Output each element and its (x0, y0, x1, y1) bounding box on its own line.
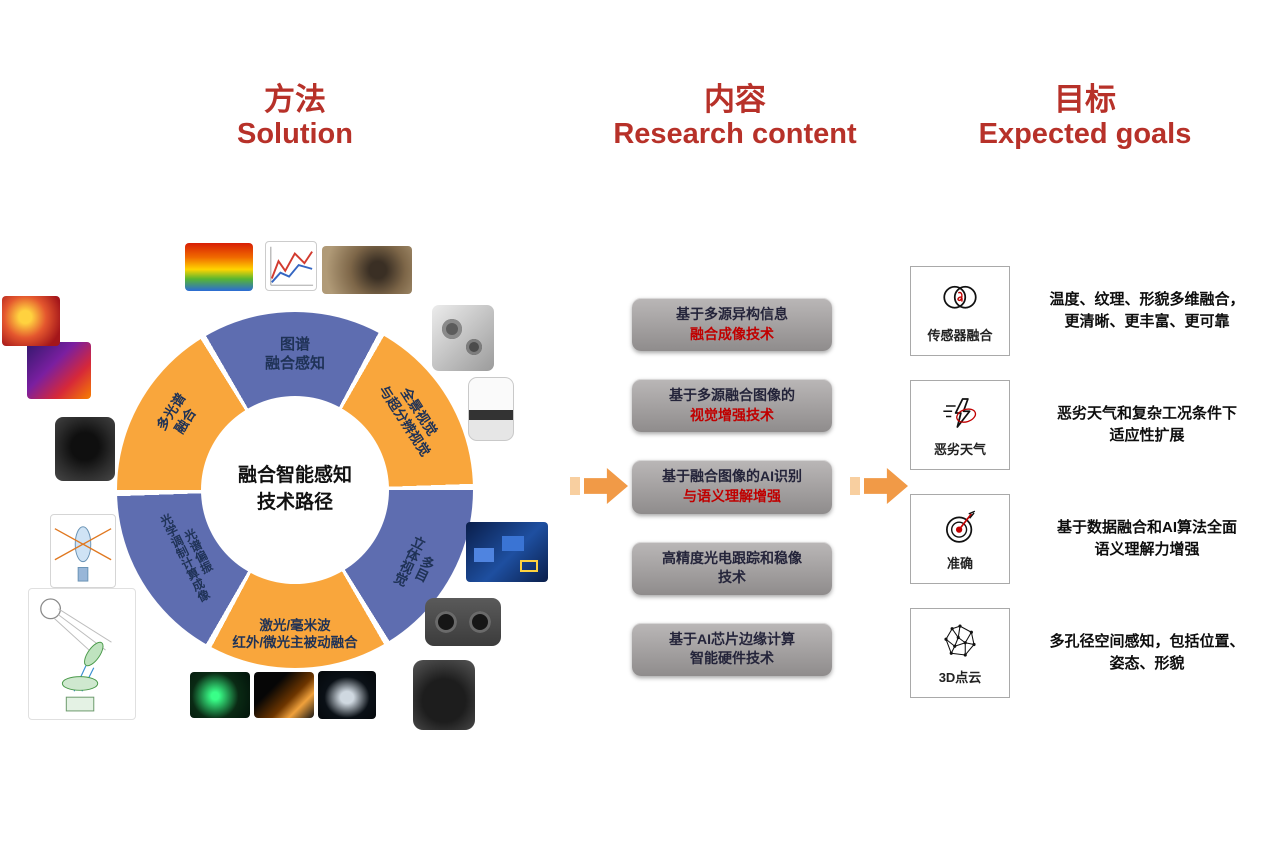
research-box-line2: 与语义理解增强 (683, 487, 781, 504)
segment-label-spectrum-fusion-perception: 图谱 融合感知 (117, 336, 473, 374)
goal-row-sensor-fusion: 传感器融合 温度、纹理、形貌多维融合， 更清晰、更丰富、更可靠 (910, 266, 1268, 356)
detected-block (502, 536, 524, 551)
goal-label: 恶劣天气 (933, 442, 986, 457)
research-box-fusion-imaging: 基于多源异构信息 融合成像技术 (632, 298, 832, 352)
arrow-tail (850, 477, 860, 495)
research-box-line1: 基于AI芯片边缘计算 (669, 630, 795, 647)
stereo-camera (425, 598, 501, 646)
research-box-line1: 基于融合图像的AI识别 (662, 468, 802, 485)
sensor-fusion-icon (943, 285, 977, 309)
detected-block (474, 548, 494, 562)
goal-desc-line: 更清晰、更丰富、更可靠 (1064, 313, 1230, 330)
goal-label: 传感器融合 (927, 328, 993, 343)
donut-center-title-line1: 融合智能感知 (237, 465, 352, 487)
goal-desc-line: 适应性扩展 (1109, 427, 1185, 444)
goal-row-3d-point-cloud: 3D点云 多孔径空间感知，包括位置、 姿态、形貌 (910, 608, 1268, 698)
goal-icon-box: 传感器融合 (910, 266, 1010, 356)
thermal-strawberries-image (2, 296, 60, 346)
thermal-scene-image (27, 342, 91, 399)
black-lens-module (55, 417, 115, 481)
research-box-line2: 融合成像技术 (690, 325, 774, 342)
spectral-curves-chart (265, 241, 317, 291)
optics-lens-diagram-svg (54, 526, 112, 582)
segment-line: 融合感知 (264, 354, 325, 372)
solution-donut-diagram: 融合智能感知 技术路径 图谱 融合感知 全景视觉 与超分辨视觉 多目 立体视觉 … (117, 312, 473, 668)
research-box-line2: 技术 (718, 569, 746, 586)
goal-description: 温度、纹理、形貌多维融合， 更清晰、更丰富、更可靠 (1028, 289, 1266, 334)
sensor-lens (466, 339, 482, 355)
point-cloud-icon (944, 624, 976, 657)
camera-lens (435, 611, 457, 633)
segment-line: 激光/毫米波 (259, 618, 331, 634)
goal-label: 准确 (946, 556, 973, 571)
pipeline-photo (322, 246, 412, 294)
research-box-line1: 高精度光电跟踪和稳像 (662, 549, 802, 566)
target-detection-image (466, 522, 548, 582)
goal-icon-box: 准确 (910, 494, 1010, 584)
goal-desc-line: 温度、纹理、形貌多维融合， (1049, 290, 1245, 308)
header-solution: 方法 Solution (155, 82, 435, 151)
optical-path-diagram (28, 588, 136, 720)
header-content-en: Research content (613, 117, 857, 150)
arrow-content-to-goals (850, 468, 908, 504)
right-arrow-icon (864, 468, 908, 504)
panoramic-camera (468, 377, 514, 441)
gimbal-camera (413, 660, 475, 730)
goal-desc-line: 恶劣天气和复杂工况条件下 (1056, 404, 1237, 422)
thermal-cube-image (185, 243, 253, 291)
thermal-ship-image (190, 672, 250, 718)
research-box-line1: 基于多源异构信息 (676, 306, 788, 322)
header-research-content: 内容 Research content (575, 82, 895, 151)
accuracy-icon (946, 510, 976, 543)
header-expected-goals: 目标 Expected goals (938, 82, 1232, 151)
spectral-curves-chart-svg (270, 246, 314, 286)
low-light-person-image (254, 672, 314, 718)
right-arrow-icon (584, 468, 628, 504)
arrow-tail (570, 477, 580, 495)
segment-label-laser-mmwave-ir-fusion: 激光/毫米波 红外/微光主被动融合 (117, 618, 473, 652)
goal-icon-box: 恶劣天气 (910, 380, 1010, 470)
goal-icon-box: 3D点云 (910, 608, 1010, 698)
goals-list: 传感器融合 温度、纹理、形貌多维融合， 更清晰、更丰富、更可靠 恶劣天气 恶劣天… (910, 266, 1268, 698)
camera-lens (469, 611, 491, 633)
header-solution-zh: 方法 (264, 82, 326, 117)
header-content-zh: 内容 (704, 82, 766, 117)
sensor-lens (442, 319, 462, 339)
goal-description: 多孔径空间感知，包括位置、 姿态、形貌 (1028, 631, 1266, 676)
header-goals-en: Expected goals (978, 117, 1192, 150)
goal-label: 3D点云 (938, 670, 982, 685)
detection-box (520, 560, 538, 572)
night-vision-ship-image (318, 671, 376, 719)
segment-line: 红外/微光主被动融合 (232, 635, 358, 651)
goal-description: 恶劣天气和复杂工况条件下 适应性扩展 (1028, 403, 1266, 448)
research-box-edge-computing-hardware: 基于AI芯片边缘计算 智能硬件技术 (632, 622, 832, 676)
goal-desc-line: 语义理解力增强 (1094, 541, 1200, 558)
goal-row-severe-weather: 恶劣天气 恶劣天气和复杂工况条件下 适应性扩展 (910, 380, 1268, 470)
research-box-tracking-stabilization: 高精度光电跟踪和稳像 技术 (632, 541, 832, 595)
research-box-vision-enhancement: 基于多源融合图像的 视觉增强技术 (632, 379, 832, 433)
research-box-line1: 基于多源融合图像的 (669, 387, 795, 404)
research-box-line2: 智能硬件技术 (690, 650, 774, 667)
arrow-solution-to-content (570, 468, 628, 504)
goal-desc-line: 基于数据融合和AI算法全面 (1056, 518, 1237, 536)
optical-path-diagram-svg (40, 598, 112, 712)
goal-desc-line: 多孔径空间感知，包括位置、 (1049, 632, 1245, 650)
goal-desc-line: 姿态、形貌 (1109, 655, 1185, 672)
segment-line: 图谱 (279, 336, 310, 353)
optics-lens-diagram (50, 514, 116, 588)
multi-camera-cube-sensor (432, 305, 494, 371)
header-goals-zh: 目标 (1054, 82, 1116, 117)
research-content-list: 基于多源异构信息 融合成像技术 基于多源融合图像的 视觉增强技术 基于融合图像的… (632, 298, 832, 676)
donut-center-title-line2: 技术路径 (256, 492, 333, 513)
research-box-line2: 视觉增强技术 (690, 406, 774, 423)
goal-row-accuracy: 准确 基于数据融合和AI算法全面 语义理解力增强 (910, 494, 1268, 584)
research-box-ai-recognition: 基于融合图像的AI识别 与语义理解增强 (632, 460, 832, 514)
donut-center: 融合智能感知 技术路径 (201, 396, 389, 584)
severe-weather-icon (943, 398, 977, 428)
header-solution-en: Solution (237, 117, 353, 150)
goal-description: 基于数据融合和AI算法全面 语义理解力增强 (1028, 517, 1266, 562)
